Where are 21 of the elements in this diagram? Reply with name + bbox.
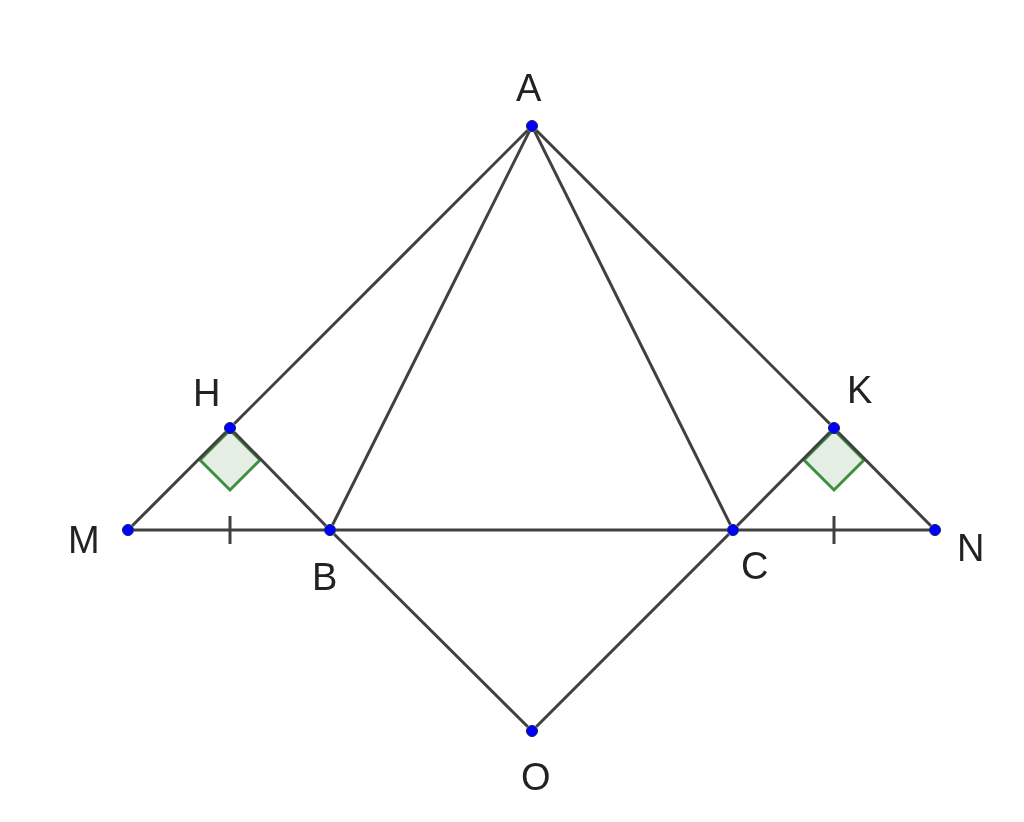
line-segment	[837, 431, 932, 527]
point-label: K	[847, 370, 873, 410]
line-segment	[535, 533, 730, 728]
line-segment	[134, 528, 324, 532]
point-label: O	[521, 757, 551, 797]
line-segment	[233, 129, 529, 425]
line-segment	[736, 431, 831, 527]
line-segment	[336, 528, 727, 532]
point-label: H	[193, 373, 221, 413]
line-segment	[533, 130, 732, 526]
line-segment	[333, 533, 529, 728]
line-segment	[331, 130, 531, 526]
line-segment	[233, 431, 327, 527]
line-segment	[535, 129, 831, 425]
line-segment	[739, 528, 929, 532]
point-label: B	[312, 557, 338, 597]
point-label: C	[741, 546, 769, 586]
point-label: N	[957, 528, 985, 568]
point-label: M	[68, 520, 100, 560]
point-label: A	[516, 68, 542, 108]
line-segment	[131, 431, 227, 527]
